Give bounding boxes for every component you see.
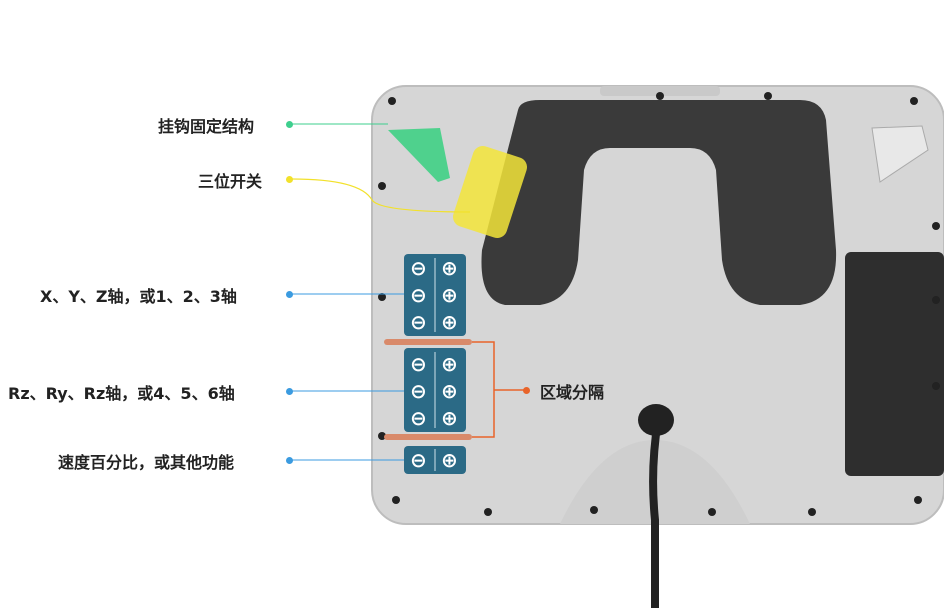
plus-button-rx[interactable]: ⊕: [441, 406, 458, 430]
hook-left: [388, 128, 450, 182]
rotation-callout-dot: [286, 388, 293, 395]
cable: [649, 416, 662, 608]
side-panel: [845, 252, 944, 476]
button-panel-speed: [404, 446, 466, 474]
button-panel-xyz: [404, 254, 466, 336]
label-three-position-switch: 三位开关: [198, 172, 263, 191]
hook-right: [871, 125, 929, 183]
divider-top: [384, 339, 472, 345]
switch-callout-dot: [286, 176, 293, 183]
label-rotation-axes: Rz、Ry、Rz轴，或4、5、6轴: [8, 384, 235, 403]
plus-button-z[interactable]: ⊕: [441, 310, 458, 334]
minus-button-x[interactable]: ⊖: [410, 256, 427, 280]
minus-button-z[interactable]: ⊖: [410, 310, 427, 334]
plus-button-ry[interactable]: ⊕: [441, 379, 458, 403]
plus-button-speed[interactable]: ⊕: [441, 448, 458, 472]
minus-button-y[interactable]: ⊖: [410, 283, 427, 307]
divider-callout-dot: [523, 387, 530, 394]
label-speed-percentage: 速度百分比，或其他功能: [58, 453, 235, 472]
minus-button-rz[interactable]: ⊖: [410, 352, 427, 376]
plus-button-y[interactable]: ⊕: [441, 283, 458, 307]
label-area-divider: 区域分隔: [540, 383, 605, 402]
hook-callout-dot: [286, 121, 293, 128]
minus-button-speed[interactable]: ⊖: [410, 448, 427, 472]
speed-callout-dot: [286, 457, 293, 464]
minus-button-ry[interactable]: ⊖: [410, 379, 427, 403]
handle: [481, 100, 837, 305]
label-hook-structure: 挂钩固定结构: [158, 117, 255, 136]
divider-bottom: [384, 434, 472, 440]
label-xyz-axes: X、Y、Z轴，或1、2、3轴: [40, 287, 237, 306]
plus-button-rz[interactable]: ⊕: [441, 352, 458, 376]
three-position-switch: [452, 146, 528, 238]
button-panel-rxyz: [404, 348, 466, 432]
xyz-callout-dot: [286, 291, 293, 298]
plus-button-x[interactable]: ⊕: [441, 256, 458, 280]
minus-button-rx[interactable]: ⊖: [410, 406, 427, 430]
screw-holes: [378, 92, 940, 516]
